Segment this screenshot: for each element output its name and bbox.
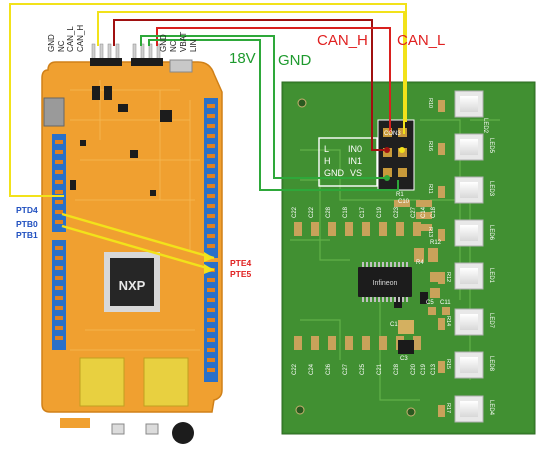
wire-gnd [140, 35, 386, 179]
bottom-cap-ref-2: C24 [309, 363, 315, 375]
led-label-4: LED6 [488, 225, 494, 241]
top-cap-ref-8: C27 [411, 206, 417, 218]
misc-ref-r4: R4 [416, 260, 424, 266]
wire-can-l [97, 11, 405, 134]
wire-ptb1 [61, 224, 215, 272]
misc-ref-c11: C11 [440, 300, 451, 306]
ic-logo: Infineon [373, 280, 398, 287]
resistor-ref-2: R16 [427, 141, 433, 152]
header-pin-gnd: GND [47, 34, 56, 52]
header-right [132, 43, 161, 63]
label-pte4: PTE4 [230, 258, 252, 268]
bottom-cap-ref-5: C25 [360, 363, 366, 375]
header-pin-vbat: VBAT [179, 31, 188, 52]
con3-row-3-right: VS [350, 168, 363, 178]
header-pin-nc: NC [57, 40, 66, 52]
con3-row-1-left: L [324, 144, 330, 154]
bottom-cap-ref-6: C21 [377, 363, 383, 375]
wire-vbat [148, 39, 399, 191]
misc-ref-c5: C5 [426, 300, 434, 306]
push-button [145, 423, 159, 435]
capacitor-c3 [398, 340, 414, 354]
wire-can-h [113, 19, 384, 151]
header-pin-can-h: CAN_H [76, 24, 85, 52]
top-cap-ref-10: C18 [431, 206, 437, 218]
top-cap-ref-2: C22 [309, 206, 315, 218]
top-cap-ref-7: C23 [394, 206, 400, 218]
led-label-2: LED5 [488, 138, 494, 154]
misc-ref-r1: R1 [396, 192, 404, 198]
led-label-7: LED8 [488, 356, 494, 372]
top-cap-ref-5: C17 [360, 206, 366, 218]
led-label-6: LED7 [488, 313, 494, 329]
con3-row-2-left: H [324, 156, 331, 166]
touch-pad-left [79, 357, 125, 407]
con3-row-1-right: IN0 [348, 144, 363, 154]
led-column [438, 90, 484, 423]
top-cap-ref-9: C14 [421, 206, 427, 218]
label-pte5: PTE5 [230, 269, 252, 279]
label-gnd: GND [278, 52, 312, 69]
driver-ic: Infineon [358, 262, 412, 302]
bottom-cap-ref-9: C19 [421, 363, 427, 375]
push-button [111, 423, 125, 435]
resistor-ref-8: R17 [445, 403, 451, 414]
usb-connector [169, 59, 193, 73]
resistor-ref-6: R14 [445, 316, 451, 327]
top-cap-ref-3: C28 [326, 206, 332, 218]
bottom-cap-ref-3: C26 [326, 363, 332, 375]
top-cap-ref-4: C18 [343, 206, 349, 218]
led-label-1: LED2 [482, 118, 488, 134]
label-ptd4: PTD4 [16, 205, 38, 215]
resistor-ref-5: R12 [445, 272, 451, 283]
misc-ref-c3: C3 [400, 356, 408, 362]
con3-row-3-left: GND [324, 168, 344, 178]
resistor-ref-3: R11 [427, 184, 433, 194]
label-ptb0: PTB0 [16, 219, 38, 229]
misc-ref-c10: C10 [398, 199, 410, 205]
wire-ptb0 [61, 212, 215, 260]
label-can-h: CAN_H [317, 32, 368, 49]
led-label-3: LED3 [488, 181, 494, 197]
header-pin-nc-2: NC [169, 40, 178, 52]
header-pin-gnd-2: GND [159, 34, 168, 52]
bottom-cap-ref-8: C20 [411, 363, 417, 375]
con3-outline [318, 137, 378, 187]
led-label-8: LED4 [488, 400, 494, 416]
header-pin-can-l: CAN_L [66, 26, 75, 52]
label-ptb1: PTB1 [16, 230, 38, 240]
nxp-mcu-chip: NXP [104, 252, 160, 312]
con3-title: CON3 [384, 131, 401, 137]
mcu-logo: NXP [119, 278, 146, 293]
bottom-cap-ref-7: C28 [394, 363, 400, 375]
wire-ptd4 [9, 3, 407, 197]
top-cap-ref-1: C22 [292, 206, 298, 218]
led-label-5: LED1 [488, 268, 494, 284]
label-18v: 18V [229, 50, 256, 67]
bottom-cap-ref-4: C27 [343, 363, 349, 375]
touch-pad-right [143, 357, 189, 407]
label-can-l: CAN_L [397, 32, 446, 49]
con3-row-2-right: IN1 [348, 156, 363, 166]
led-driver-pcb: Infineon [281, 81, 536, 435]
resistor-ref-4: R13 [427, 227, 433, 238]
misc-ref-c1: C1 [390, 322, 398, 328]
misc-ref-r12: R12 [430, 240, 442, 246]
header-pin-lin: LIN [189, 39, 198, 52]
nxp-evaluation-board: NXP [41, 43, 223, 444]
top-cap-ref-6: C19 [377, 206, 383, 218]
resistor-ref-1: R10 [427, 98, 433, 109]
resistor-ref-7: R15 [445, 359, 451, 370]
bottom-cap-ref-10: C13 [431, 363, 437, 375]
potentiometer [172, 422, 194, 444]
bottom-cap-ref-1: C22 [292, 363, 298, 375]
capacitor-c1 [398, 320, 414, 334]
